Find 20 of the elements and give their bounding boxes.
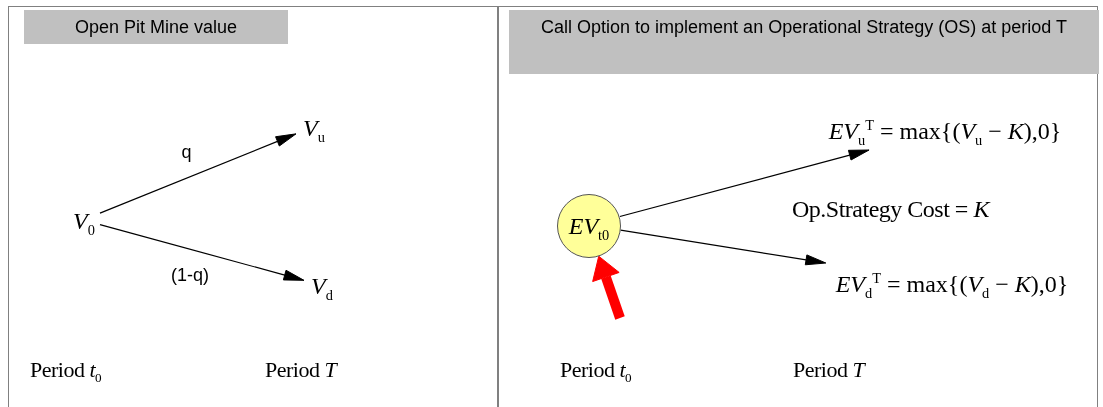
math-expression: EV$_{u}$$^{T}$ = max{(V$_{u}$ − K),0}: [809, 111, 1081, 151]
arrow: [99, 224, 305, 281]
period-label: Period t$_{0}$: [560, 357, 632, 383]
period-label: Period t$_{0}$: [30, 357, 102, 383]
block-arrow: [592, 255, 625, 320]
panel-title: Open Pit Mine value: [24, 10, 288, 44]
math-expression: V$_{u}$: [297, 111, 331, 145]
value-circle: EV$_{t0}$: [557, 194, 621, 258]
panel-frame: [498, 6, 1098, 407]
period-label: Period T: [793, 357, 865, 383]
math-expression: V$_{d}$: [305, 269, 339, 303]
arrow: [620, 229, 827, 266]
math-expression: V$_{0}$: [67, 205, 101, 237]
cost-equation: Op.Strategy Cost = K: [792, 196, 989, 223]
period-label: Period T: [265, 357, 337, 383]
math-expression: EV$_{d}$$^{T}$ = max{(V$_{d}$ − K),0}: [816, 264, 1088, 304]
panel-title: Call Option to implement an Operational Strategy (OS) at period T: [509, 10, 1099, 74]
panel-frame: [8, 6, 498, 407]
arrow: [619, 149, 870, 218]
arrow: [99, 133, 297, 214]
